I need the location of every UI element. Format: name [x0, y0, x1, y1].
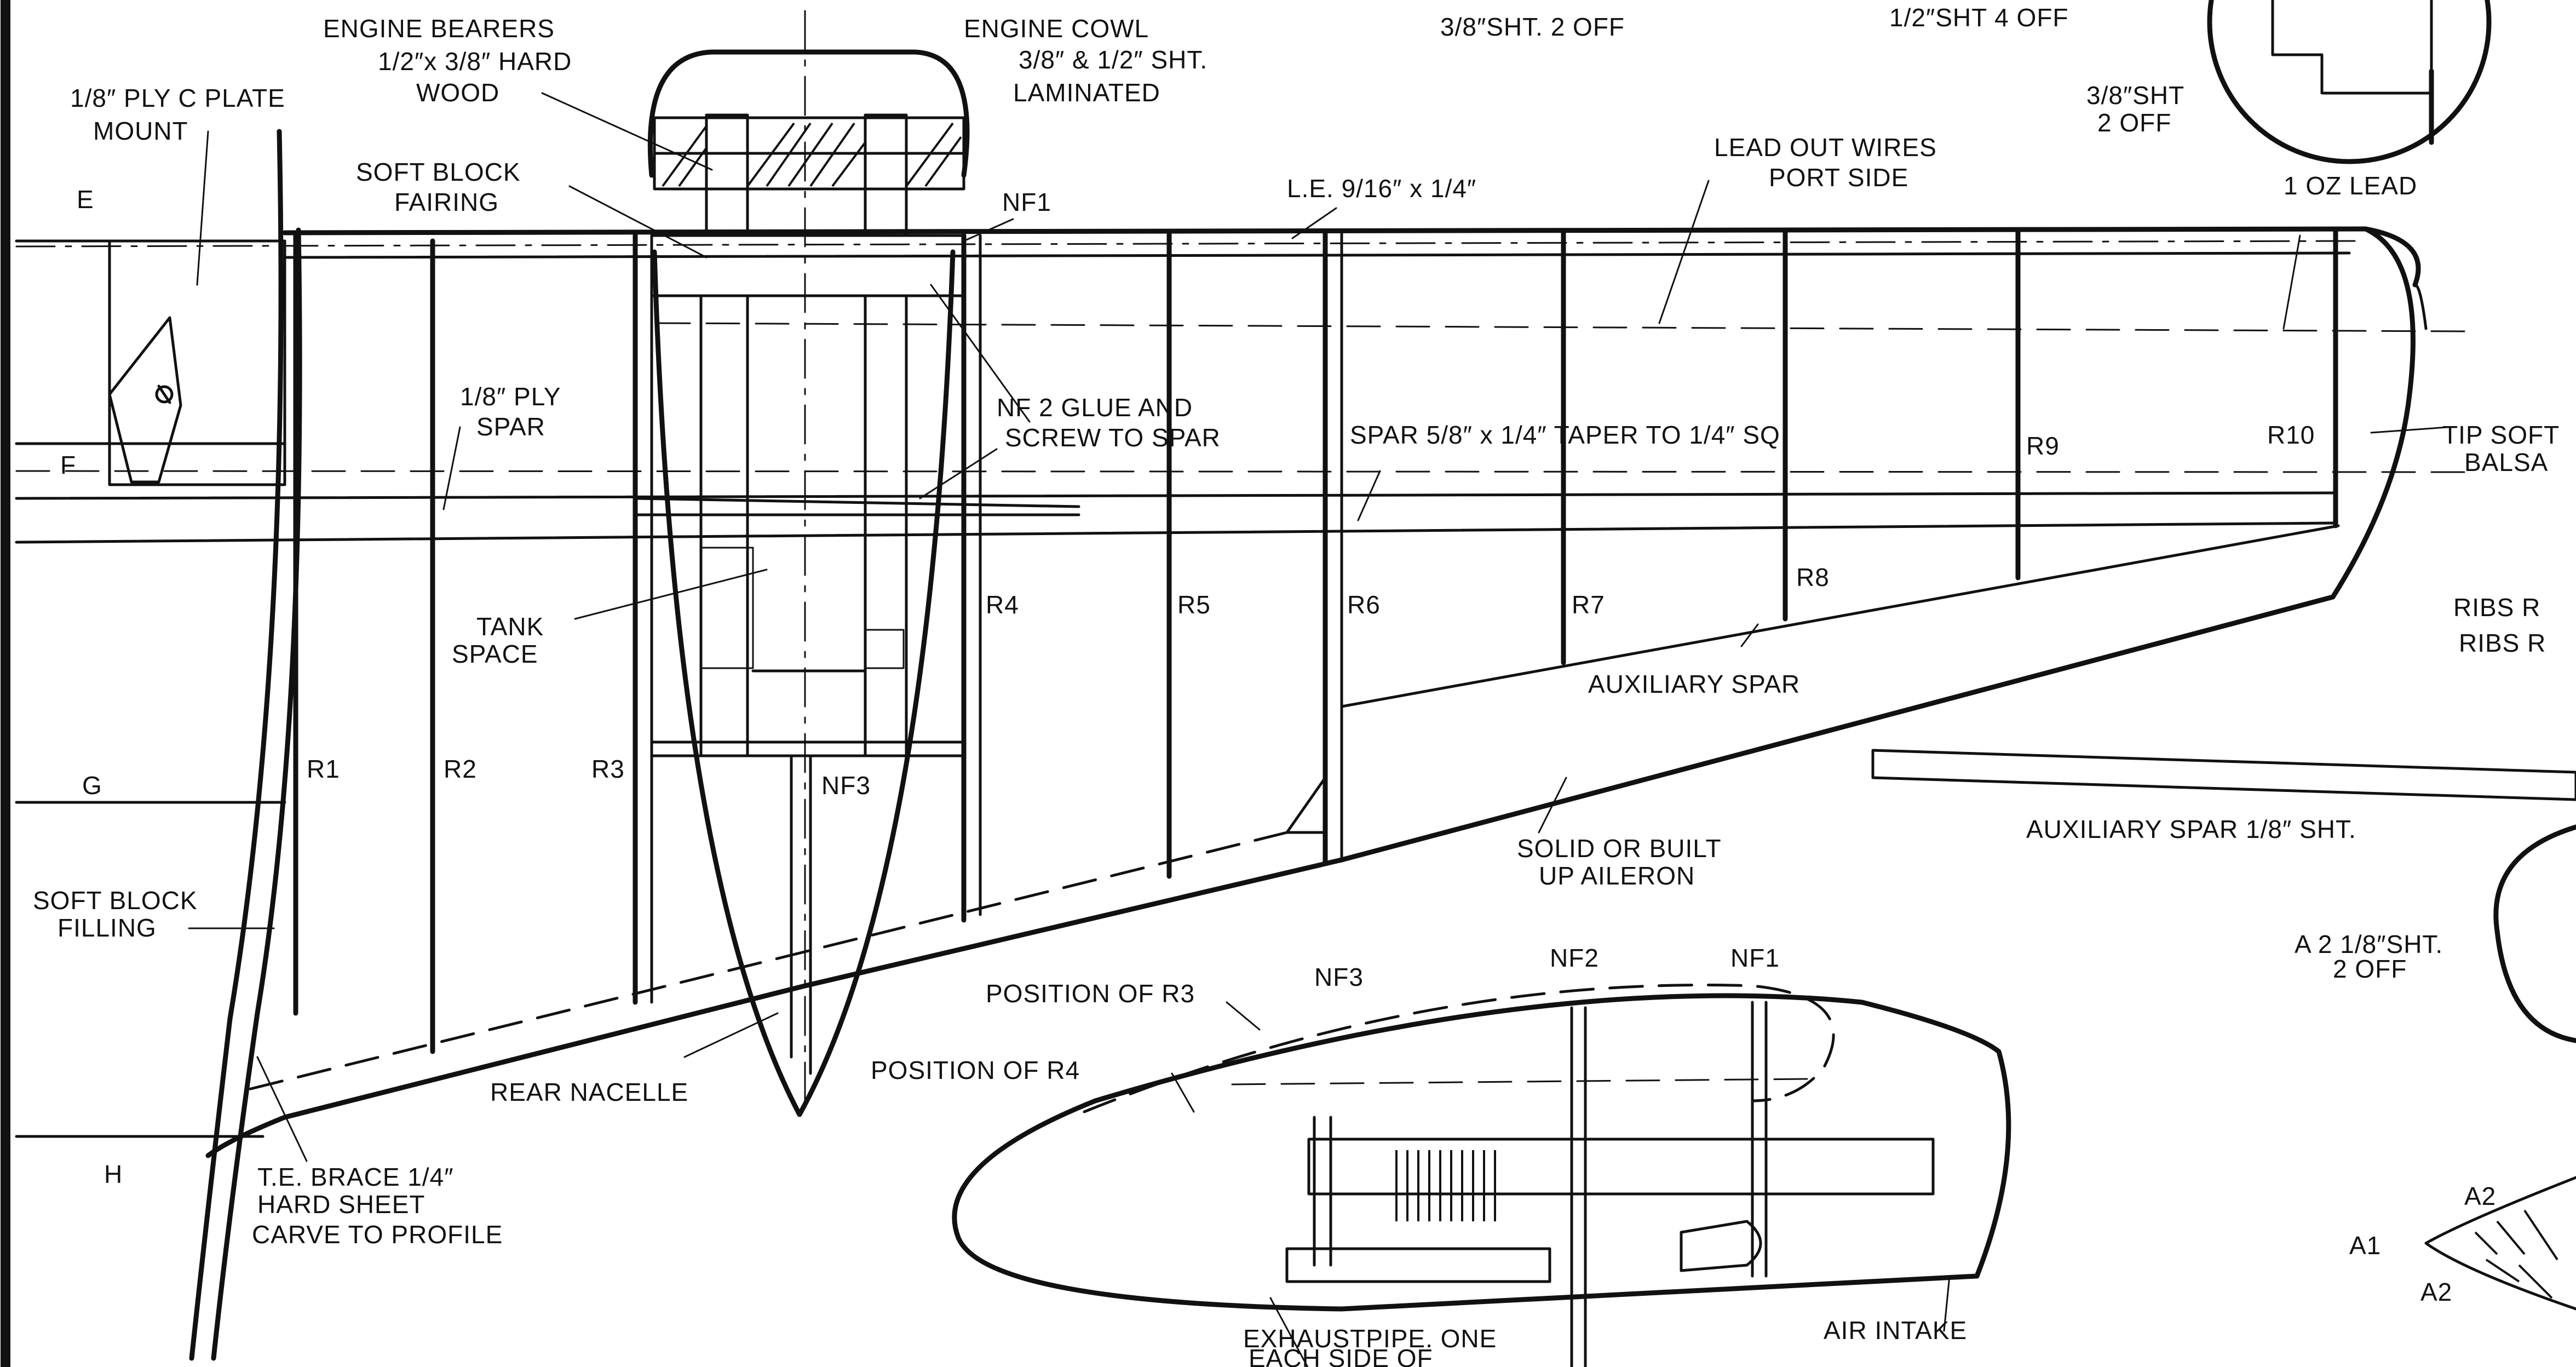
label-lead-out-1: LEAD OUT WIRES — [1714, 133, 1937, 162]
label-a2-bottom: A2 — [2420, 1278, 2452, 1306]
tip-detail-circle — [2207, 0, 2492, 164]
label-ply-plate-2: MOUNT — [93, 117, 188, 145]
label-engine-bearers-3: WOOD — [416, 78, 499, 107]
label-engine-cowl-2: 3/8″ & 1/2″ SHT. — [1019, 45, 1208, 74]
label-nf3-side: NF3 — [1314, 963, 1364, 991]
label-ply-spar-2: SPAR — [476, 412, 545, 441]
ribs — [293, 226, 2338, 1054]
station-f: F — [60, 451, 76, 479]
nacelle — [647, 10, 970, 1117]
label-soft-block-filling-2: FILLING — [58, 914, 157, 942]
label-top-right-qty: 1/2″SHT 4 OFF — [1889, 3, 2069, 32]
label-ribs-1: RIBS R — [2453, 593, 2540, 622]
label-spar-spec: SPAR 5/8″ x 1/4″ TAPER TO 1/4″ SQ — [1350, 421, 1780, 449]
label-engine-cowl-1: ENGINE COWL — [964, 14, 1149, 43]
label-te-brace-3: CARVE TO PROFILE — [252, 1220, 503, 1249]
nacelle-side-view — [952, 984, 2011, 1367]
label-nf2-glue-2: SCREW TO SPAR — [1005, 423, 1221, 452]
label-exhaust-1: EXHAUSTPIPE. ONE — [1243, 1324, 1497, 1353]
label-aileron-1: SOLID OR BUILT — [1517, 834, 1722, 863]
label-aileron-2: UP AILERON — [1539, 861, 1695, 890]
label-auxiliary-spar: AUXILIARY SPAR — [1588, 670, 1800, 698]
label-rear-nacelle: REAR NACELLE — [490, 1078, 688, 1106]
label-tip-2: BALSA — [2464, 448, 2548, 476]
label-nf2-glue-1: NF 2 GLUE AND — [997, 393, 1193, 422]
label-a2-sheet-2: 2 OFF — [2333, 955, 2407, 983]
label-tank-2: SPACE — [452, 640, 538, 668]
auxiliary-spar-sheet — [1871, 749, 2576, 801]
label-aux-spar-sheet: AUXILIARY SPAR 1/8″ SHT. — [2026, 815, 2356, 843]
label-engine-bearers-1: ENGINE BEARERS — [323, 14, 555, 43]
label-lead-out-2: PORT SIDE — [1769, 163, 1908, 192]
rib-label-r4: R4 — [986, 590, 1019, 619]
label-te-brace-2: HARD SHEET — [257, 1190, 425, 1219]
label-ribs-2: RIBS R — [2459, 629, 2546, 657]
label-a2-sheet-1: A 2 1/8″SHT. — [2295, 930, 2443, 958]
rib-label-r10: R10 — [2267, 421, 2315, 449]
annotations: 3/8″SHT. 2 OFF 1/2″SHT 4 OFF 3/8″SHT 2 O… — [33, 3, 2560, 1367]
label-nf1-top: NF1 — [1002, 188, 1051, 216]
label-ply-plate-1: 1/8″ PLY C PLATE — [70, 84, 285, 112]
label-a1: A1 — [2349, 1231, 2381, 1260]
label-top-center-qty: 3/8″SHT. 2 OFF — [1440, 13, 1625, 41]
rib-label-r5: R5 — [1177, 590, 1211, 619]
label-position-r4: POSITION OF R4 — [871, 1056, 1080, 1084]
rib-label-r2: R2 — [444, 755, 477, 783]
a2-rib-detail — [2424, 824, 2576, 1311]
station-h: H — [104, 1160, 123, 1188]
label-tip-1: TIP SOFT — [2442, 421, 2560, 449]
ply-c-plate — [108, 239, 286, 486]
label-exhaust-2: EACH SIDE OF — [1249, 1344, 1433, 1367]
label-tank-1: TANK — [476, 612, 544, 641]
label-nf3-top: NF3 — [821, 771, 871, 800]
label-right-qty-2: 2 OFF — [2097, 108, 2171, 137]
label-te-brace-1: T.E. BRACE 1/4″ — [257, 1163, 454, 1191]
rib-label-r7: R7 — [1572, 590, 1605, 619]
label-air-intake: AIR INTAKE — [1824, 1316, 1967, 1345]
label-nf2-side: NF2 — [1550, 944, 1599, 972]
label-position-r3: POSITION OF R3 — [986, 979, 1195, 1008]
label-engine-cowl-3: LAMINATED — [1013, 78, 1160, 107]
leader-lines — [188, 92, 2449, 1367]
label-nf1-side: NF1 — [1730, 944, 1780, 972]
rib-label-r8: R8 — [1796, 563, 1830, 591]
label-le-spec: L.E. 9/16″ x 1/4″ — [1287, 174, 1476, 203]
label-ply-spar-1: 1/8″ PLY — [460, 382, 561, 411]
rib-label-r3: R3 — [591, 755, 625, 783]
label-one-oz-lead: 1 OZ LEAD — [2284, 171, 2417, 200]
label-soft-block-fairing-1: SOFT BLOCK — [356, 158, 521, 186]
station-e: E — [77, 185, 94, 214]
label-soft-block-filling-1: SOFT BLOCK — [33, 886, 198, 915]
rib-label-r6: R6 — [1347, 590, 1381, 619]
rib-label-r1: R1 — [307, 755, 340, 783]
te-brace — [189, 129, 302, 1361]
label-right-qty-1: 3/8″SHT — [2086, 81, 2184, 110]
station-g: G — [82, 771, 102, 800]
label-a2-top: A2 — [2464, 1182, 2496, 1210]
wing-outline — [15, 226, 2465, 1158]
label-soft-block-fairing-2: FAIRING — [394, 188, 499, 216]
rib-label-r9: R9 — [2026, 432, 2060, 460]
aileron-horn — [1285, 776, 1327, 834]
label-engine-bearers-2: 1/2″x 3/8″ HARD — [378, 47, 572, 76]
